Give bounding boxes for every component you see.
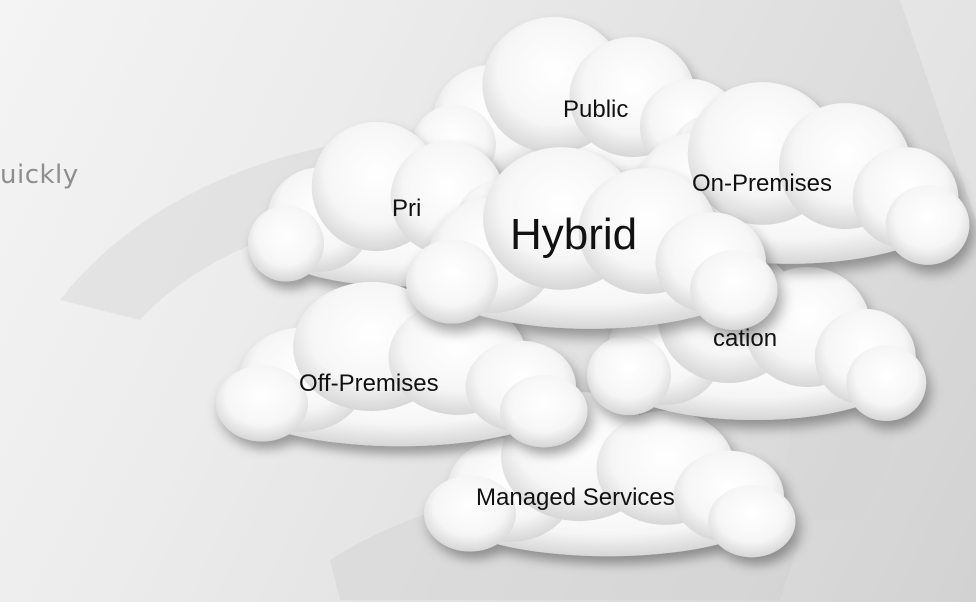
cloud-label-private: Pri: [392, 195, 422, 222]
side-text-fragment: uickly: [0, 160, 79, 190]
cloud-label-managed-services: Managed Services: [476, 484, 675, 511]
cloud-label-hybrid: Hybrid: [510, 210, 638, 259]
cloud-label-off-premises: Off-Premises: [299, 370, 439, 397]
cloud-label-public: Public: [563, 96, 629, 123]
background-stripe: [860, 0, 976, 220]
cloud-label-on-premises: On-Premises: [692, 170, 833, 197]
cloud-label-co-location: cation: [713, 325, 778, 352]
